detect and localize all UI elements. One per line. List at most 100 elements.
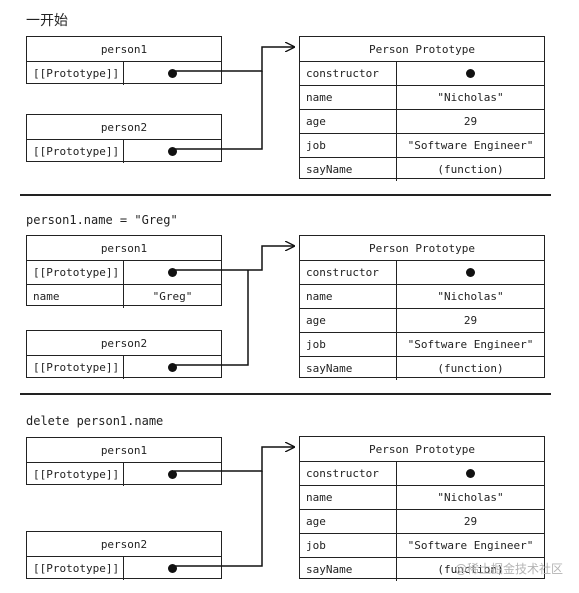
property-value: 29 xyxy=(463,515,478,528)
person2-prototype-link xyxy=(174,270,249,366)
object-row: job "Software Engineer" xyxy=(300,332,544,356)
constructor-dot xyxy=(466,69,475,78)
property-key: name xyxy=(27,285,124,308)
pointer-dot xyxy=(168,564,177,573)
property-key: name xyxy=(300,486,397,509)
pointer-dot xyxy=(168,268,177,277)
property-value: "Nicholas" xyxy=(437,91,504,104)
property-value: "Software Engineer" xyxy=(407,338,534,351)
property-key: name xyxy=(300,86,397,109)
object-row: sayName (function) xyxy=(300,356,544,380)
object-header: person1 xyxy=(27,236,221,260)
panel-divider xyxy=(20,393,551,395)
property-key: name xyxy=(300,285,397,308)
object-row: [[Prototype]] xyxy=(27,556,221,580)
person1-object: person1 [[Prototype]] xyxy=(26,36,222,85)
pointer-dot xyxy=(168,69,177,78)
object-row: name "Nicholas" xyxy=(300,485,544,509)
object-row: name "Nicholas" xyxy=(300,284,544,308)
property-value: 29 xyxy=(463,314,478,327)
object-row: [[Prototype]] xyxy=(27,139,221,163)
property-value xyxy=(397,261,544,284)
panel-assign-name: person1.name = "Greg" person1 [[Prototyp… xyxy=(26,213,545,380)
object-header: Person Prototype xyxy=(300,37,544,61)
panel-caption: 一开始 xyxy=(26,13,68,29)
property-value: "Software Engineer" xyxy=(407,539,534,552)
object-row: sayName (function) xyxy=(300,557,544,581)
object-title: person2 xyxy=(100,336,148,350)
object-row: constructor xyxy=(300,260,544,284)
property-key: job xyxy=(300,534,397,557)
object-header: Person Prototype xyxy=(300,437,544,461)
object-row: name "Greg" xyxy=(27,284,221,308)
object-header: person2 xyxy=(27,115,221,139)
person2-prototype-link xyxy=(174,471,263,567)
object-row: constructor xyxy=(300,461,544,485)
object-title: Person Prototype xyxy=(369,442,475,456)
panel-caption: delete person1.name xyxy=(26,414,164,428)
object-row: constructor xyxy=(300,61,544,85)
property-key: [[Prototype]] xyxy=(27,463,124,486)
object-header: person2 xyxy=(27,331,221,355)
person2-object: person2 [[Prototype]] xyxy=(26,114,222,163)
person1-prototype-link xyxy=(174,246,294,271)
pointer-dot xyxy=(168,470,177,479)
object-row: age 29 xyxy=(300,109,544,133)
property-key: age xyxy=(300,510,397,533)
property-value: 29 xyxy=(463,115,478,128)
object-header: person1 xyxy=(27,37,221,61)
object-row: job "Software Engineer" xyxy=(300,533,544,557)
person2-prototype-link xyxy=(174,71,263,150)
person2-object: person2 [[Prototype]] xyxy=(26,531,222,580)
object-title: Person Prototype xyxy=(369,241,475,255)
object-title: person1 xyxy=(100,42,148,56)
object-title: person2 xyxy=(100,120,148,134)
property-key: job xyxy=(300,134,397,157)
pointer-dot xyxy=(168,363,177,372)
person1-prototype-link xyxy=(174,447,294,472)
property-value xyxy=(124,140,221,163)
property-value: "Software Engineer" xyxy=(407,139,534,152)
property-value: (function) xyxy=(437,563,504,576)
prototype-object: Person Prototype constructor name "Nicho… xyxy=(299,235,545,380)
property-value xyxy=(124,356,221,379)
property-key: [[Prototype]] xyxy=(27,261,124,284)
watermark: @稀土掘金技术社区 xyxy=(454,562,563,576)
object-row: [[Prototype]] xyxy=(27,260,221,284)
object-row: sayName (function) xyxy=(300,157,544,181)
prototype-object: Person Prototype constructor name "Nicho… xyxy=(299,436,545,581)
object-row: name "Nicholas" xyxy=(300,85,544,109)
prototype-object: Person Prototype constructor name "Nicho… xyxy=(299,36,545,181)
panel-divider xyxy=(20,194,551,196)
object-header: person2 xyxy=(27,532,221,556)
person1-object: person1 [[Prototype]] xyxy=(26,437,222,486)
property-value xyxy=(124,62,221,85)
constructor-dot xyxy=(466,268,475,277)
person1-prototype-link xyxy=(174,47,294,72)
object-title: person2 xyxy=(100,537,148,551)
object-header: Person Prototype xyxy=(300,236,544,260)
property-key: constructor xyxy=(300,261,397,284)
property-key: job xyxy=(300,333,397,356)
property-value xyxy=(397,462,544,485)
object-row: [[Prototype]] xyxy=(27,355,221,379)
property-key: age xyxy=(300,110,397,133)
property-key: [[Prototype]] xyxy=(27,62,124,85)
panel-initial: 一开始 person1 [[Prototype]] person2 [[Prot… xyxy=(0,0,579,193)
property-key: constructor xyxy=(300,462,397,485)
pointer-dot xyxy=(168,147,177,156)
object-row: age 29 xyxy=(300,308,544,332)
property-key: [[Prototype]] xyxy=(27,557,124,580)
object-row: [[Prototype]] xyxy=(27,462,221,486)
object-header: person1 xyxy=(27,438,221,462)
property-key: sayName xyxy=(300,357,397,380)
object-title: Person Prototype xyxy=(369,42,475,56)
property-key: sayName xyxy=(300,558,397,581)
panel-caption: person1.name = "Greg" xyxy=(26,213,178,227)
object-title: person1 xyxy=(100,241,148,255)
property-key: age xyxy=(300,309,397,332)
property-value: (function) xyxy=(437,362,504,375)
property-value xyxy=(124,261,221,284)
